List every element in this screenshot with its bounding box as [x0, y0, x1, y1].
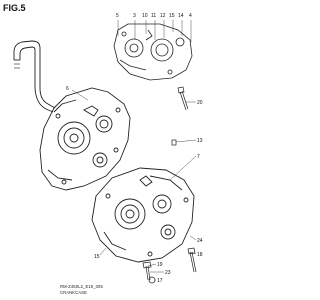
callout-3: 3	[133, 13, 136, 19]
callout-14: 14	[178, 13, 184, 19]
callout-12: 12	[160, 13, 166, 19]
figure-name: CRANKCASE	[60, 290, 87, 295]
crankcase-top-assembly	[113, 23, 193, 81]
callout-15: 15	[94, 254, 100, 260]
crankcase-right-half	[91, 167, 195, 263]
callout-17: 17	[157, 278, 163, 284]
callout-15-top: 15	[169, 13, 175, 19]
callout-20: 20	[197, 100, 203, 106]
callout-18: 18	[197, 252, 203, 258]
leader-lines-parts	[71, 89, 197, 281]
leader-lines-top	[117, 20, 192, 42]
figure-code: RM-Z450L2_E19_005	[60, 284, 103, 289]
callout-5-top: 5	[116, 13, 119, 19]
callout-19: 19	[157, 262, 163, 268]
callout-13: 13	[197, 138, 203, 144]
crankcase-left-half	[39, 87, 131, 191]
callout-10: 10	[142, 13, 148, 19]
callout-24: 24	[197, 238, 203, 244]
figure-title: FIG.5	[3, 3, 26, 13]
bolt-right	[177, 86, 189, 111]
callout-23: 23	[165, 270, 171, 276]
crankcase-exploded-diagram: 5 3 10 11 12 15 14 4 6 20 13 7 24 18 19 …	[13, 13, 203, 284]
callout-numbers: 5 3 10 11 12 15 14 4 6 20 13 7 24 18 19 …	[66, 13, 203, 284]
callout-6: 6	[66, 86, 69, 92]
callout-11: 11	[151, 13, 156, 19]
breather-hose	[13, 40, 56, 113]
dowel-pin	[171, 139, 177, 146]
callout-7: 7	[197, 154, 200, 160]
callout-4: 4	[189, 13, 192, 19]
bolts-bottom	[142, 247, 197, 284]
